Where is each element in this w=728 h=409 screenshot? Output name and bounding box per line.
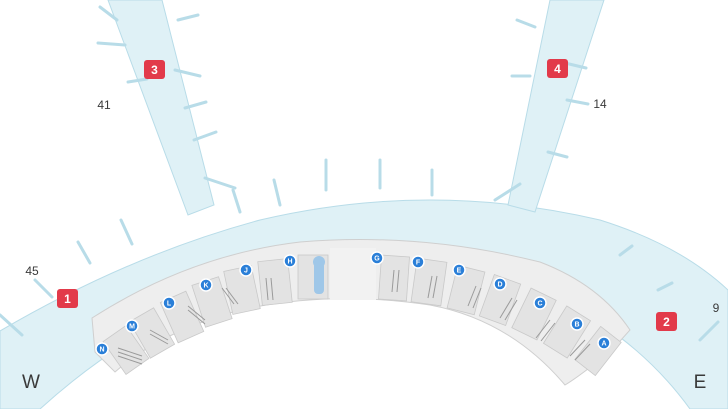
gate-marker-n[interactable]: N <box>95 342 109 356</box>
gate-badge-1-label: 1 <box>64 292 71 306</box>
gate-marker-a[interactable]: A <box>597 336 611 350</box>
gate-marker-label: D <box>497 282 502 289</box>
gate-marker-label: C <box>537 301 542 308</box>
gate-marker-l[interactable]: L <box>162 296 176 310</box>
gate-marker-label: E <box>457 268 462 275</box>
gate-marker-label: B <box>574 322 579 329</box>
stand-number-9: 9 <box>713 301 720 315</box>
gate-marker-g[interactable]: G <box>370 251 384 265</box>
gate-marker-circle <box>411 255 425 269</box>
gate-marker-circle <box>493 277 507 291</box>
stand-number-45: 45 <box>25 264 39 278</box>
central-hub-icon <box>313 256 325 268</box>
gate-marker-circle <box>199 278 213 292</box>
gate-marker-b[interactable]: B <box>570 317 584 331</box>
gate-marker-label: K <box>203 283 208 290</box>
gate-marker-label: M <box>129 324 135 331</box>
gate-badge-1[interactable]: 1 <box>57 289 78 308</box>
gate-marker-f[interactable]: F <box>411 255 425 269</box>
gate-marker-circle <box>533 296 547 310</box>
gate-badge-2[interactable]: 2 <box>656 312 677 331</box>
seating-rows <box>117 269 591 365</box>
gate-marker-label: H <box>287 259 292 266</box>
compass-east: E <box>694 372 707 393</box>
airside-pier-left <box>107 0 215 216</box>
gate-marker-label: F <box>416 260 421 267</box>
gate-marker-j[interactable]: J <box>239 263 253 277</box>
gate-marker-m[interactable]: M <box>125 319 139 333</box>
gate-marker-circle <box>239 263 253 277</box>
gate-marker-c[interactable]: C <box>533 296 547 310</box>
gate-marker-circle <box>283 254 297 268</box>
gate-marker-h[interactable]: H <box>283 254 297 268</box>
gate-marker-circle <box>95 342 109 356</box>
compass-west: W <box>22 372 40 393</box>
gate-markers: N M L K J H G F E D C B A <box>95 251 611 356</box>
gate-badge-2-label: 2 <box>663 315 670 329</box>
gate-marker-circle <box>452 263 466 277</box>
gate-badge-group: 1 2 3 4 <box>57 59 677 331</box>
gate-marker-k[interactable]: K <box>199 278 213 292</box>
airside-pier-right <box>507 0 605 213</box>
gate-marker-circle <box>570 317 584 331</box>
gate-marker-circle <box>597 336 611 350</box>
gate-marker-label: A <box>601 341 606 348</box>
gate-badge-3[interactable]: 3 <box>144 60 165 79</box>
gate-marker-e[interactable]: E <box>452 263 466 277</box>
central-atrium <box>330 248 376 300</box>
terminal-building <box>91 239 631 386</box>
gate-badge-4-label: 4 <box>554 62 561 76</box>
gate-marker-circle <box>125 319 139 333</box>
stand-number-41: 41 <box>97 98 111 112</box>
stand-number-group: 41 14 45 9 <box>25 97 719 315</box>
jet-bridges <box>0 5 720 342</box>
gate-marker-label: J <box>244 268 248 275</box>
gate-badge-4[interactable]: 4 <box>547 59 568 78</box>
gate-marker-circle <box>370 251 384 265</box>
gate-marker-label: L <box>167 301 172 308</box>
stand-number-14: 14 <box>593 97 607 111</box>
airside-main-band <box>0 199 728 409</box>
gate-marker-d[interactable]: D <box>493 277 507 291</box>
gate-marker-circle <box>162 296 176 310</box>
gate-marker-label: N <box>99 347 104 354</box>
gate-marker-label: G <box>374 256 380 263</box>
gate-badge-3-label: 3 <box>151 63 158 77</box>
security-corridor <box>314 262 324 294</box>
